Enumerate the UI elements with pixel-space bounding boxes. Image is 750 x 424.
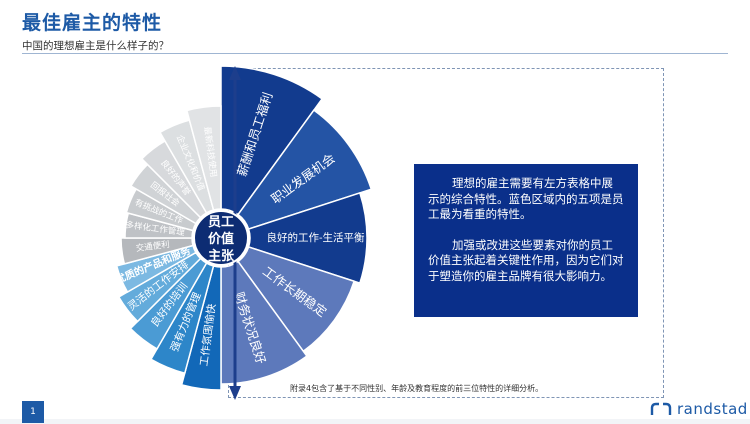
wheel-center xyxy=(193,210,249,266)
wheel-wedge xyxy=(115,244,197,294)
wheel-wedge xyxy=(220,65,324,216)
randstad-logo-icon xyxy=(650,402,672,415)
center-line-3: 主张 xyxy=(208,248,235,264)
page-number-badge: 1 xyxy=(22,401,44,423)
wheel-wedge xyxy=(120,237,194,265)
wheel-wedge xyxy=(185,105,222,211)
wheel-wedge xyxy=(117,251,202,323)
wheel-wedge xyxy=(236,246,356,353)
footnote: 附录4包含了基于不同性别、年龄及教育程度的前三位特性的详细分析。 xyxy=(290,384,544,393)
wheel-wedge xyxy=(149,262,215,375)
wheel-wedge xyxy=(129,257,208,350)
info-paragraph-2: 加强或改进这些要素对你的员工价值主张起着关键性作用，因为它们对于塑造你的雇主品牌… xyxy=(428,237,624,283)
footer-band xyxy=(0,419,750,424)
page-subtitle: 中国的理想雇主是什么样子的？ xyxy=(22,40,169,52)
wedge-label: 良好的工作-生活平衡 xyxy=(266,231,365,244)
wedge-layer xyxy=(115,65,373,391)
info-paragraph-1: 理想的雇主需要有左方表格中展示的综合特性。蓝色区域内的五项是员工最为看重的特性。 xyxy=(428,176,624,221)
wheel-wedge xyxy=(247,191,368,285)
title-divider xyxy=(22,53,728,54)
center-line-2: 价值 xyxy=(208,231,234,247)
arrow-down-icon xyxy=(229,386,241,400)
page-number: 1 xyxy=(30,407,36,417)
randstad-logo: randstad xyxy=(650,399,748,419)
center-line-1: 员工 xyxy=(208,215,234,230)
wheel-wedge xyxy=(180,265,222,391)
logo-text: randstad xyxy=(677,400,748,418)
wedge-label: 交通便利 xyxy=(135,239,170,254)
info-callout-box: 理想的雇主需要有左方表格中展示的综合特性。蓝色区域内的五项是员工最为看重的特性。… xyxy=(414,164,638,317)
arrow-up-icon xyxy=(229,66,241,80)
page-title: 最佳雇主的特性 xyxy=(22,12,163,34)
